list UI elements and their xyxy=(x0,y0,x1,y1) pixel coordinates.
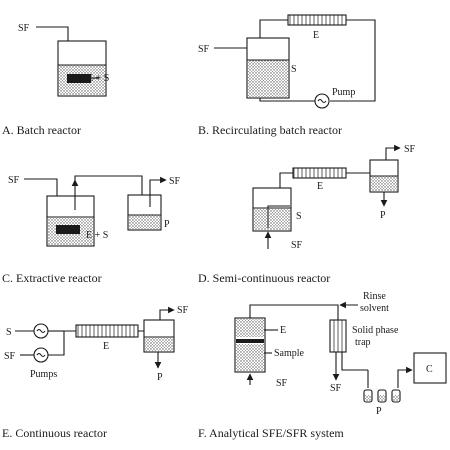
panel-e-continuous-reactor: S SF Pumps E SF P E. Continuous reactor xyxy=(2,305,189,440)
panel-e-sf-out-label: SF xyxy=(177,305,189,316)
panel-e-e-label: E xyxy=(103,341,109,352)
panel-c-transfer-line xyxy=(74,175,146,208)
panel-a-enzyme-block xyxy=(67,74,91,83)
panel-f-analyzer-box xyxy=(413,352,447,384)
panel-a-batch-reactor: SF E + S A. Batch reactor xyxy=(2,23,109,137)
panel-e-junction xyxy=(48,330,76,356)
panel-f-to-analyzer xyxy=(397,366,413,388)
panel-f-sf-out-label: SF xyxy=(330,383,342,394)
panel-f-fraction-line xyxy=(341,352,368,371)
panel-c-extractive-reactor: SF E + S P SF C. Extractive reactor xyxy=(2,175,181,285)
panel-f-sample-label: Sample xyxy=(274,348,305,359)
panel-d-p-label: P xyxy=(380,210,386,221)
panel-f-separator xyxy=(236,339,264,343)
panel-a-caption: A. Batch reactor xyxy=(2,123,81,137)
panel-d-sf-out-label: SF xyxy=(404,144,416,155)
panel-d-inner-line xyxy=(267,205,290,228)
panel-f-enzyme-zone xyxy=(236,319,264,337)
panel-f-solid-phase-trap xyxy=(329,319,347,353)
panel-e-sf-outlet xyxy=(159,306,175,320)
panel-f-cell-outlet xyxy=(249,304,339,320)
panel-f-caption: F. Analytical SFE/SFR system xyxy=(198,426,344,440)
panel-d-sf-outlet xyxy=(385,144,401,160)
panel-d-s-label: S xyxy=(296,211,302,222)
panel-f-c-label: C xyxy=(426,364,433,375)
panel-c-p-label: P xyxy=(164,219,170,230)
panel-d-caption: D. Semi-continuous reactor xyxy=(198,271,330,285)
panel-b-outlet-line xyxy=(259,19,288,38)
panel-f-solid-label: Solid phase xyxy=(352,325,399,336)
panel-a-es-label: E + S xyxy=(87,73,109,84)
panel-d-medium xyxy=(254,208,290,230)
panel-d-e-label: E xyxy=(317,181,323,192)
panel-f-p-label: P xyxy=(376,406,382,417)
panel-e-pumps-label: Pumps xyxy=(30,369,57,380)
panel-f-rinse-label: Rinse xyxy=(363,291,386,302)
panel-c-sf-outlet xyxy=(149,176,167,207)
panel-e-enzyme-column xyxy=(75,324,139,338)
panel-f-analytical-sfe-sfr: E Sample SF Rinse solvent Solid phase tr… xyxy=(198,291,447,440)
panel-b-return-line xyxy=(330,19,376,102)
panel-e-p-label: P xyxy=(157,372,163,383)
panel-f-solvent-label: solvent xyxy=(360,303,389,314)
panel-b-pump-label: Pump xyxy=(332,87,355,98)
panel-f-vials xyxy=(363,370,401,403)
panel-d-semi-continuous-reactor: S SF E SF P D. Semi-continuous reactor xyxy=(198,144,416,285)
panel-c-enzyme-block xyxy=(56,225,80,234)
panel-c-product xyxy=(129,215,160,229)
panel-d-product xyxy=(371,176,397,191)
panel-e-product xyxy=(145,337,173,351)
panel-b-enzyme-column xyxy=(287,14,347,26)
panel-b-caption: B. Recirculating batch reactor xyxy=(198,123,342,137)
panel-f-e-label: E xyxy=(280,325,286,336)
panel-c-sf-out-label: SF xyxy=(169,176,181,187)
panel-b-recirculating-batch-reactor: SF S E Pump B. Recirculating batch react… xyxy=(198,14,376,137)
panel-e-s-label: S xyxy=(6,327,12,338)
panel-d-enzyme-column xyxy=(292,167,347,179)
panel-e-caption: E. Continuous reactor xyxy=(2,426,107,440)
panel-f-sf-in-label: SF xyxy=(276,378,288,389)
panel-d-outlet xyxy=(279,172,293,188)
panel-e-sf-in-label: SF xyxy=(4,351,16,362)
panel-c-sf-in-label: SF xyxy=(8,175,20,186)
panel-c-es-label: E + S xyxy=(86,230,108,241)
panel-b-e-label: E xyxy=(313,30,319,41)
panel-b-sf-label: SF xyxy=(198,44,210,55)
panel-f-sample-zone xyxy=(236,344,264,371)
panel-b-s-label: S xyxy=(291,64,297,75)
panel-f-trap-label: trap xyxy=(355,337,371,348)
panel-a-sf-label: SF xyxy=(18,23,30,34)
panel-b-medium xyxy=(248,60,288,97)
panel-c-caption: C. Extractive reactor xyxy=(2,271,102,285)
panel-b-pump-line xyxy=(259,98,315,102)
panel-d-sf-in-label: SF xyxy=(291,240,303,251)
